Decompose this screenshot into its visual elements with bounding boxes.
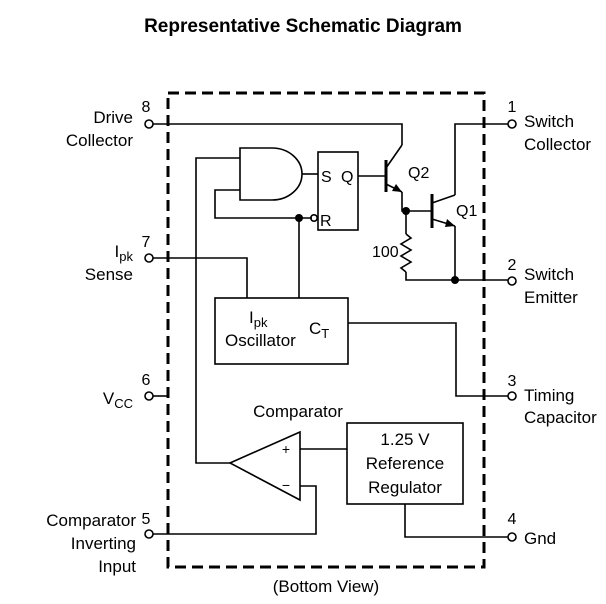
pin-1-label-line1: Switch: [524, 112, 574, 131]
pin-8: 8 Drive Collector: [66, 99, 154, 150]
reference-line1: 1.25 V: [380, 430, 430, 449]
oscillator-ct-label: CT: [309, 319, 329, 341]
wire-pin7-ipk: [153, 257, 248, 298]
resistor-zigzag: [399, 233, 413, 273]
junctions: [295, 207, 459, 284]
pin-1-label-line2: Collector: [524, 135, 591, 154]
pin-1: 1 Switch Collector: [507, 99, 591, 154]
diagram-title: Representative Schematic Diagram: [144, 16, 462, 37]
pin-7-number: 7: [142, 234, 151, 251]
wire-minus-to-pin5: [153, 485, 317, 535]
wire-comparator-to-gate: [195, 157, 240, 464]
pin-7-label-line2: Sense: [85, 265, 133, 284]
q2-collector-leg: [385, 144, 403, 169]
pin-4-number: 4: [508, 511, 517, 528]
pin-3-label-line1: Timing: [524, 386, 574, 405]
wire-pin8-q2-collector: [153, 123, 403, 145]
junction-r-net: [295, 214, 303, 222]
pin-2-label-line1: Switch: [524, 265, 574, 284]
reference-line2: Reference: [366, 454, 444, 473]
q1-emitter-arrow: [445, 219, 455, 227]
pin-7: 7 Ipk Sense: [85, 234, 154, 284]
wire-ct-pin3: [348, 322, 508, 397]
wire-pin1-q1-collector: [454, 123, 508, 195]
pin-2-number: 2: [508, 257, 517, 274]
pin-8-label-line1: Drive: [93, 108, 133, 127]
pin-8-terminal: [144, 119, 154, 129]
transistor-q2: Q2: [384, 144, 429, 193]
flip-flop-box: [317, 151, 359, 231]
q2-label: Q2: [408, 165, 429, 182]
junction-q2-emitter: [402, 207, 410, 215]
wire-r-net-to-gate: [214, 189, 312, 219]
pin-5-number: 5: [142, 511, 151, 528]
pin-3-terminal: [507, 391, 517, 401]
resistor-100: 100: [372, 233, 413, 273]
comparator-minus-label: −: [282, 477, 290, 493]
oscillator-block: Ipk Oscillator CT: [214, 297, 349, 365]
pin-5: 5 Comparator Inverting Input: [46, 511, 154, 576]
wire-resistor-to-pin2: [405, 272, 508, 281]
and-gate: [239, 147, 303, 201]
pin-6-number: 6: [142, 372, 151, 389]
oscillator-name: Oscillator: [225, 331, 296, 350]
comparator: + − Comparator: [228, 402, 343, 502]
wire-reference-to-gnd: [404, 504, 508, 538]
comparator-title: Comparator: [253, 402, 343, 421]
pin-4: 4 Gnd: [507, 511, 556, 548]
pin-7-terminal: [144, 253, 154, 263]
comparator-plus-label: +: [282, 441, 290, 457]
pin-1-terminal: [507, 119, 517, 129]
pin-7-label-line1: Ipk: [115, 242, 134, 264]
pin-8-label-line2: Collector: [66, 131, 133, 150]
oscillator-box: [214, 297, 349, 365]
flip-flop-r-label: R: [320, 213, 332, 230]
pin-2-label-line2: Emitter: [524, 288, 578, 307]
pin-3-number: 3: [508, 373, 517, 390]
pin-4-terminal: [507, 532, 517, 542]
pin-6-label: VCC: [103, 389, 133, 411]
pin-8-number: 8: [142, 99, 151, 116]
flip-flop-s-label: S: [321, 169, 332, 186]
pin-3-label-line2: Capacitor: [524, 408, 597, 427]
reference-regulator: 1.25 V Reference Regulator: [346, 422, 464, 505]
bottom-view-caption: (Bottom View): [273, 577, 379, 596]
q1-label: Q1: [456, 203, 477, 220]
transistor-q1: Q1: [430, 194, 477, 228]
reference-box: [346, 422, 464, 505]
pin-4-label: Gnd: [524, 529, 556, 548]
oscillator-ipk-label: Ipk: [249, 308, 268, 330]
pin-1-number: 1: [508, 99, 517, 116]
flip-flop-q-label: Q: [341, 169, 353, 186]
sr-flip-flop: S Q R: [309, 151, 359, 231]
reference-line3: Regulator: [368, 478, 442, 497]
pin-6: 6 VCC: [103, 372, 154, 411]
pin-3: 3 Timing Capacitor: [507, 373, 597, 427]
comparator-triangle: [228, 430, 301, 502]
pin-2: 2 Switch Emitter: [507, 257, 578, 307]
wiring: [153, 123, 508, 538]
pin-6-terminal: [144, 391, 154, 401]
pin-5-label-line1: Comparator: [46, 511, 136, 530]
pin-5-label-line2: Inverting: [71, 534, 136, 553]
package-outline: [166, 91, 486, 569]
junction-switch-emitter: [451, 276, 459, 284]
pin-5-terminal: [144, 529, 154, 539]
resistor-value: 100: [372, 244, 399, 261]
r-inversion-bubble: [309, 214, 318, 223]
pin-5-label-line3: Input: [98, 557, 136, 576]
q1-collector-leg: [431, 194, 456, 204]
q2-emitter-arrow: [392, 184, 402, 192]
pin-2-terminal: [507, 276, 517, 286]
